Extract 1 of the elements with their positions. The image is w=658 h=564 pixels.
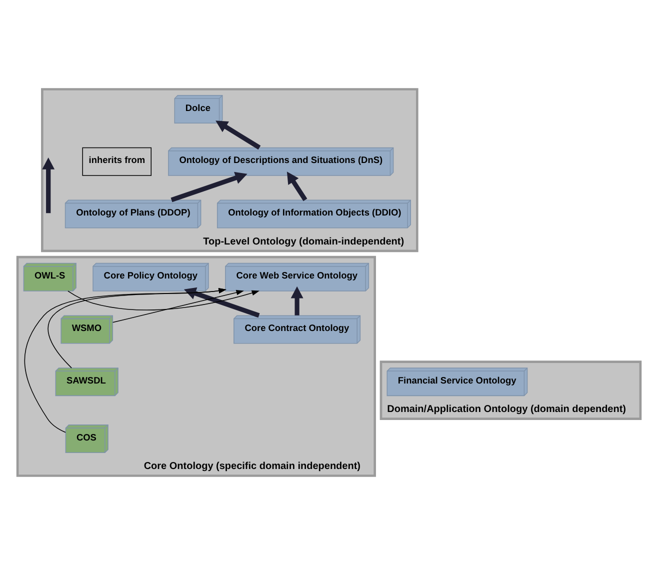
legend-label: inherits from <box>88 154 146 165</box>
